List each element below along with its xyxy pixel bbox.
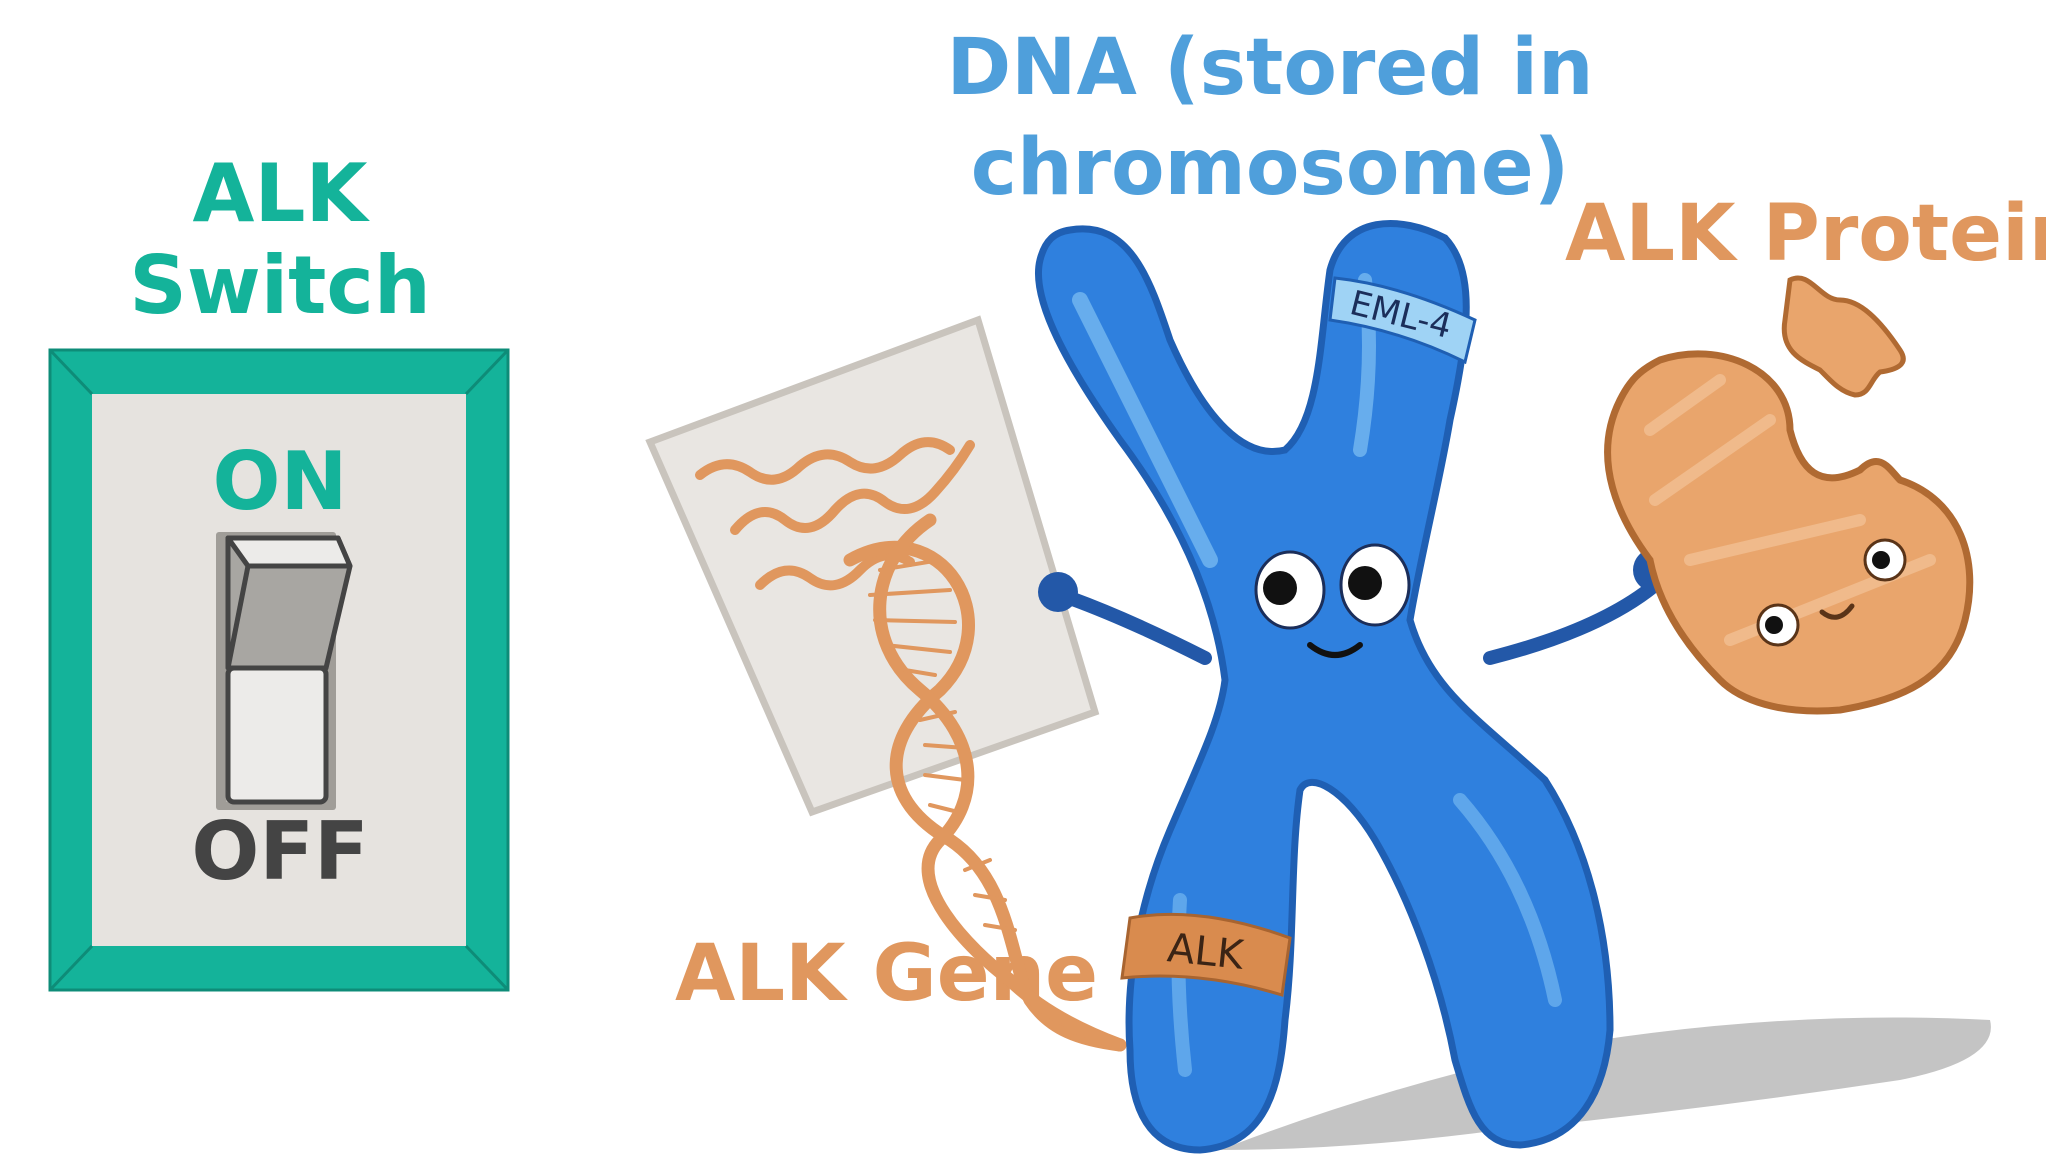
- chromosome-shadow: [1220, 1017, 1991, 1150]
- chromosome-face: [1254, 543, 1411, 658]
- gene-paper: [645, 315, 1100, 817]
- light-switch: [48, 348, 510, 992]
- eml4-band: EML-4: [1328, 276, 1477, 365]
- dna-helix: [843, 513, 1127, 1052]
- switch-toggle[interactable]: [225, 535, 353, 805]
- dna-title-line2: chromosome): [970, 123, 1570, 213]
- alk-switch-title-line1: ALK: [192, 147, 368, 240]
- alk-switch-title: ALK Switch: [60, 148, 500, 332]
- alk-band-label: ALK: [1165, 925, 1247, 979]
- switch-off-label: OFF: [191, 805, 369, 898]
- alk-band: ALK: [1120, 912, 1292, 997]
- alk-protein-label: ALK Protein: [1565, 189, 2046, 279]
- switch-on-label: ON: [212, 435, 348, 528]
- chromosome-arms: [1063, 578, 1662, 665]
- dna-title-line1: DNA (stored in: [946, 23, 1594, 113]
- alk-switch-title-line2: Switch: [129, 239, 431, 332]
- chromosome-left-hand: [1038, 572, 1078, 612]
- chromosome: EML-4 ALK: [1035, 219, 1614, 1154]
- dna-title: DNA (stored in chromosome): [860, 18, 1680, 218]
- protein-fragment: [1781, 275, 1906, 398]
- alk-protein: [1604, 275, 1974, 715]
